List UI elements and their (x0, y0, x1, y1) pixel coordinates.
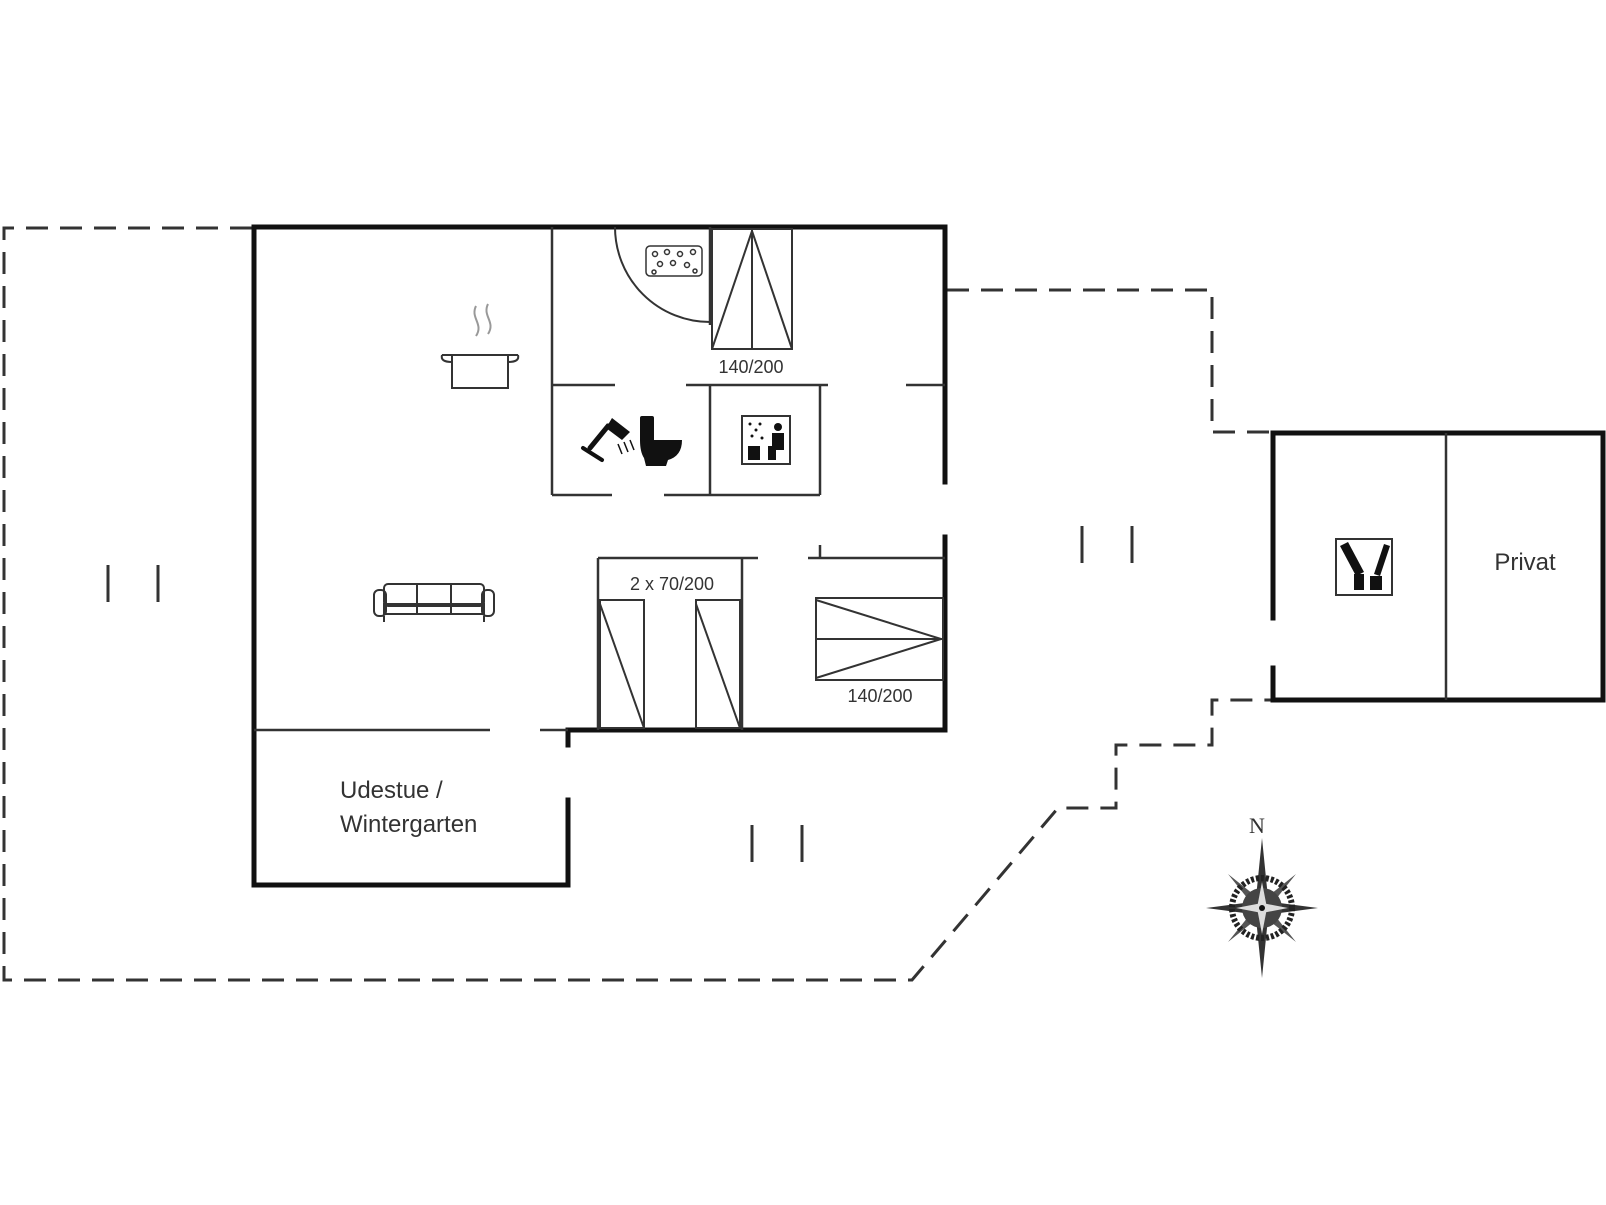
bed-cover-line (599, 603, 645, 729)
steam-dot (758, 422, 762, 426)
sunroom-label-line1: Udestue / (340, 777, 443, 804)
shower-base (581, 446, 604, 462)
bed-upper (711, 228, 793, 350)
bed-cover-line (815, 638, 942, 679)
sofa-icon (373, 583, 495, 622)
sunroom-label-line2: Wintergarten (340, 811, 477, 838)
sauna-steam (748, 422, 764, 440)
pot-body (451, 355, 509, 389)
sofa-seat (383, 603, 485, 615)
steam (473, 305, 480, 337)
cooking-pot-icon (440, 303, 520, 389)
house-walls (251, 224, 948, 888)
sauna-person-head (774, 423, 782, 431)
bed-twin-1 (599, 599, 645, 729)
jacuzzi-bubble (651, 269, 657, 275)
washing-drying-icon (1335, 538, 1393, 596)
laundry-brush (1374, 544, 1390, 576)
jacuzzi-bubble (663, 248, 671, 256)
terrace-outline-west (2, 226, 1272, 982)
private-room-label: Privat (1494, 549, 1556, 576)
bed-twin-label: 2 x 70/200 (630, 574, 714, 594)
toilet-tank (640, 416, 654, 442)
jacuzzi-bubble (676, 250, 684, 258)
bed-frame (695, 599, 741, 729)
steam-dot (750, 434, 754, 438)
shower-water (617, 439, 635, 455)
jacuzzi-tub (645, 245, 703, 277)
laundry-nozzle (1354, 574, 1364, 590)
bed-cover-line (695, 603, 741, 729)
door-swing (614, 226, 711, 323)
jacuzzi-bubble (683, 261, 691, 269)
bed-lower-label: 140/200 (847, 686, 912, 706)
laundry-hose (1340, 542, 1364, 576)
water-drop (617, 443, 623, 455)
bed-cover-line (751, 230, 793, 350)
sofa-arm (373, 589, 387, 617)
steam-dot (748, 422, 752, 426)
terrace-outline (2, 226, 1272, 982)
terrace-outline-north-east (947, 288, 1272, 434)
compass-rose-icon: N (1206, 813, 1318, 978)
steam (485, 303, 492, 335)
jacuzzi-bubble (656, 260, 664, 268)
pot-handle (507, 354, 520, 363)
compass-outer-ring (1229, 875, 1295, 941)
laundry-brush-head (1370, 576, 1382, 590)
jacuzzi-icon (645, 245, 703, 277)
toilet-bowl (640, 440, 682, 466)
compass-north-label: N (1249, 813, 1265, 838)
shower-head (606, 418, 630, 440)
jacuzzi-bubble (651, 250, 659, 258)
bed-frame (599, 599, 645, 729)
sauna-icon (741, 415, 791, 465)
jacuzzi-bubble (689, 248, 697, 256)
water-drop (629, 439, 635, 451)
sofa-arm (481, 589, 495, 617)
bed-twin-2 (695, 599, 741, 729)
pot-handle (440, 354, 453, 363)
steam-dot (754, 428, 758, 432)
bed-upper-label: 140/200 (718, 357, 783, 377)
bed-lower (815, 597, 944, 681)
jacuzzi-bubble (669, 259, 677, 267)
sauna-person-body (768, 433, 784, 460)
sauna-stove (748, 446, 760, 460)
annex-walls (1270, 430, 1606, 703)
sofa-back (383, 583, 485, 607)
bed-cover-line (815, 599, 942, 640)
toilet-icon (640, 416, 682, 466)
bed-cover-line (711, 230, 753, 350)
water-drop (623, 441, 629, 453)
steam-dot (760, 436, 764, 440)
shower-icon (581, 418, 635, 462)
interior-walls (254, 227, 945, 732)
jacuzzi-bubble (692, 268, 698, 274)
compass-center (1259, 905, 1265, 911)
terrace-markers (106, 526, 1134, 862)
